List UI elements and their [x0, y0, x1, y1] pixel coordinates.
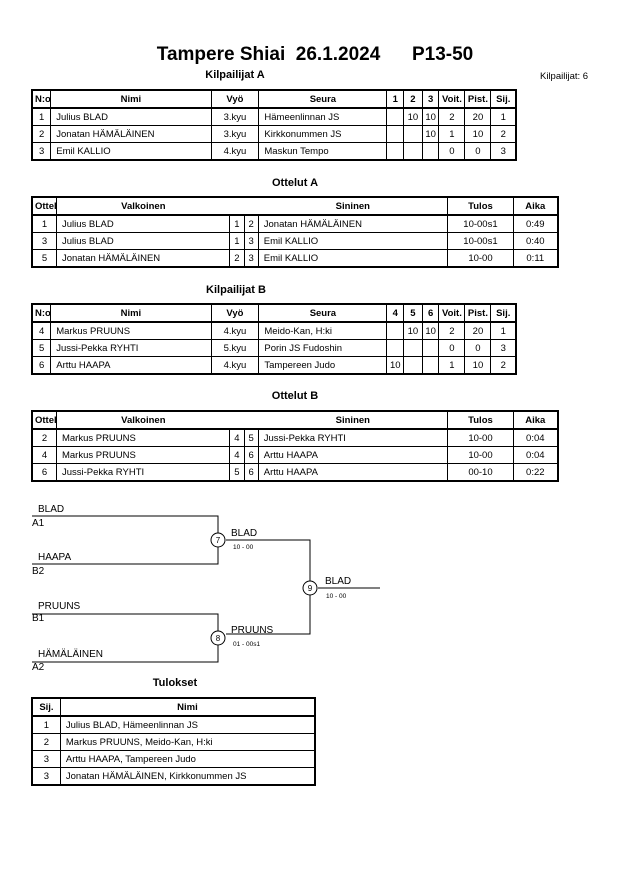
matches-a-table: Ottelu Valkoinen Sininen Tulos Aika 1 Ju…: [31, 196, 559, 268]
col-points: Pist.: [464, 89, 492, 109]
col-no: N:o: [31, 303, 52, 323]
table-row: 2 Markus PRUUNS 4 5 Jussi-Pekka RYHTI 10…: [31, 428, 559, 447]
sf1-match-number: 7: [216, 536, 221, 545]
table-row: 1 Julius BLAD 1 2 Jonatan HÄMÄLÄINEN 10-…: [31, 214, 559, 233]
table-row: 2 Markus PRUUNS, Meido-Kan, H:ki: [31, 733, 316, 751]
table-row: 3 Arttu HAAPA, Tampereen Judo: [31, 750, 316, 768]
col-bn: [244, 196, 259, 216]
pool-a-table: N:o Nimi Vyö Seura 1 2 3 Voit. Pist. Sij…: [31, 89, 517, 161]
competitors-count: Kilpailijat: 6: [540, 71, 589, 82]
sf1-score: 10 - 00: [233, 544, 254, 551]
col-points: Pist.: [464, 303, 492, 323]
col-name: Nimi: [50, 303, 212, 323]
col-time: Aika: [512, 196, 559, 216]
page-title: Tampere Shiai 26.1.2024 P13-50: [156, 44, 474, 65]
sf2-match-number: 8: [216, 634, 221, 643]
col-result: Tulos: [447, 410, 514, 430]
final-match-number: 9: [308, 584, 313, 593]
col-s3: 3: [421, 89, 440, 109]
col-club: Seura: [258, 303, 388, 323]
col-s3: 6: [421, 303, 440, 323]
col-place: Sij.: [490, 303, 517, 323]
col-wins: Voit.: [438, 303, 466, 323]
sf1-bottom-name: HAAPA: [38, 552, 71, 563]
sf1-match-circle: [210, 532, 226, 548]
matches-a-header-row: Ottelu Valkoinen Sininen Tulos Aika: [31, 196, 559, 216]
pool-a-header-row: N:o Nimi Vyö Seura 1 2 3 Voit. Pist. Sij…: [31, 89, 517, 109]
col-white: Valkoinen: [55, 196, 230, 216]
sf2-match-circle: [210, 630, 226, 646]
table-row: 3 Jonatan HÄMÄLÄINEN, Kirkkonummen JS: [31, 767, 316, 786]
pool-a-heading: Kilpailijat A: [205, 69, 265, 81]
pool-b-header-row: N:o Nimi Vyö Seura 4 5 6 Voit. Pist. Sij…: [31, 303, 517, 323]
sf2-winner: PRUUNS: [231, 625, 274, 636]
sf2-bottom-seed: A2: [32, 662, 45, 673]
col-belt: Vyö: [210, 303, 260, 323]
table-row: 5 Jussi-Pekka RYHTI 5.kyu Porin JS Fudos…: [31, 339, 517, 357]
col-result: Tulos: [447, 196, 514, 216]
col-white: Valkoinen: [55, 410, 230, 430]
results-table: Sij. Nimi 1 Julius BLAD, Hämeenlinnan JS…: [31, 697, 316, 786]
results-heading: Tulokset: [152, 677, 198, 689]
col-match: Ottelu: [31, 410, 57, 430]
col-blue: Sininen: [258, 196, 449, 216]
col-name: Nimi: [50, 89, 212, 109]
col-club: Seura: [258, 89, 388, 109]
sf1-top-name: BLAD: [38, 504, 64, 515]
col-s1: 1: [386, 89, 405, 109]
col-name: Nimi: [59, 697, 316, 717]
col-s1: 4: [386, 303, 405, 323]
table-row: 4 Markus PRUUNS 4.kyu Meido-Kan, H:ki 10…: [31, 321, 517, 340]
col-match: Ottelu: [31, 196, 57, 216]
sf1-bottom-seed: B2: [32, 566, 45, 577]
col-belt: Vyö: [210, 89, 260, 109]
table-row: 2 Jonatan HÄMÄLÄINEN 3.kyu Kirkkonummen …: [31, 125, 517, 143]
pool-b-heading: Kilpailijat B: [206, 284, 266, 296]
results-header-row: Sij. Nimi: [31, 697, 316, 717]
col-wn: [229, 196, 244, 216]
col-wins: Voit.: [438, 89, 466, 109]
table-row: 3 Julius BLAD 1 3 Emil KALLIO 10-00s1 0:…: [31, 232, 559, 250]
final-lines: [226, 539, 311, 635]
final-score: 10 - 00: [326, 593, 347, 600]
final-match-circle: [302, 580, 318, 596]
col-bn: [244, 410, 259, 430]
col-no: N:o: [31, 89, 52, 109]
matches-b-table: Ottelu Valkoinen Sininen Tulos Aika 2 Ma…: [31, 410, 559, 482]
matches-a-heading: Ottelut A: [271, 177, 319, 189]
col-s2: 5: [403, 303, 423, 323]
sf2-bottom-name: HÄMÄLÄINEN: [38, 648, 103, 660]
table-row: 5 Jonatan HÄMÄLÄINEN 2 3 Emil KALLIO 10-…: [31, 249, 559, 268]
bracket-lines: [32, 515, 380, 663]
final-winner: BLAD: [325, 576, 351, 587]
col-place: Sij.: [490, 89, 517, 109]
table-row: 4 Markus PRUUNS 4 6 Arttu HAAPA 10-00 0:…: [31, 446, 559, 464]
col-s2: 2: [403, 89, 423, 109]
sf1-winner: BLAD: [231, 528, 257, 539]
table-row: 3 Emil KALLIO 4.kyu Maskun Tempo 0 0 3: [31, 142, 517, 161]
table-row: 1 Julius BLAD 3.kyu Hämeenlinnan JS 10 1…: [31, 107, 517, 126]
pool-b-table: N:o Nimi Vyö Seura 4 5 6 Voit. Pist. Sij…: [31, 303, 517, 375]
col-place: Sij.: [31, 697, 61, 717]
elimination-bracket: BLAD A1 HAAPA B2 BLAD PRUUNS B1 HÄMÄLÄIN…: [32, 504, 380, 673]
sf1-top-seed: A1: [32, 518, 45, 529]
table-row: 6 Arttu HAAPA 4.kyu Tampereen Judo 10 1 …: [31, 356, 517, 375]
sf2-score: 01 - 00s1: [233, 641, 260, 648]
table-row: 1 Julius BLAD, Hämeenlinnan JS: [31, 715, 316, 734]
col-wn: [229, 410, 244, 430]
sf2-top-name: PRUUNS: [38, 601, 81, 612]
matches-b-heading: Ottelut B: [271, 390, 319, 402]
col-blue: Sininen: [258, 410, 449, 430]
matches-b-header-row: Ottelu Valkoinen Sininen Tulos Aika: [31, 410, 559, 430]
col-time: Aika: [512, 410, 559, 430]
table-row: 6 Jussi-Pekka RYHTI 5 6 Arttu HAAPA 00-1…: [31, 463, 559, 482]
sf2-top-seed: B1: [32, 613, 45, 624]
